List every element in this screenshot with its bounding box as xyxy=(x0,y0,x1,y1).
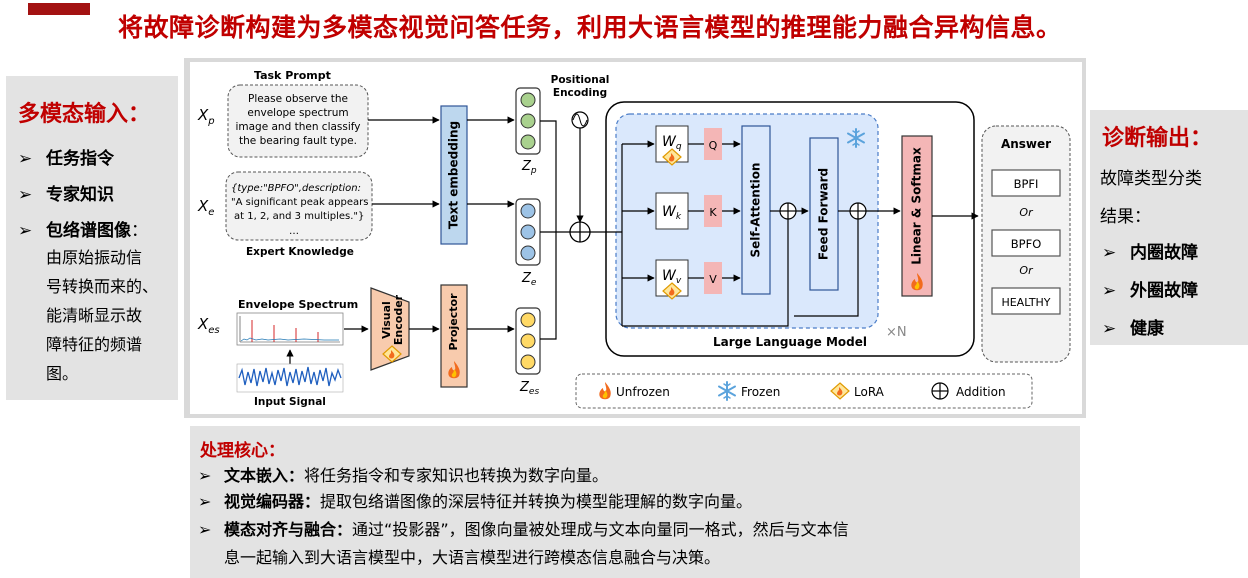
q-block xyxy=(704,128,722,160)
expert-knowledge-box xyxy=(225,171,373,241)
arrow-right-icon: ➢ xyxy=(1102,319,1117,339)
answer-option xyxy=(991,287,1061,315)
spectrum-description: 由原始振动信 号转换而来的、 能清晰显示故 障特征的频谱 图。 xyxy=(46,248,159,383)
self-attention-label: Self-Attention xyxy=(749,163,763,258)
envelope-spectrum-title: Envelope Spectrum xyxy=(238,298,358,311)
arrow-right-icon: ➢ xyxy=(18,185,33,205)
output-item-healthy: ➢健康 xyxy=(1102,319,1164,339)
times-n-label: ×N xyxy=(886,325,907,340)
output-item-outer: ➢外圈故障 xyxy=(1102,281,1198,301)
visual-encoder-block xyxy=(370,287,410,371)
architecture-svg: Task Prompt Please observe the envelope … xyxy=(190,62,1082,414)
zes-label: Zes xyxy=(519,380,539,397)
text-embedding-block xyxy=(440,105,468,245)
answer-option-label: BPFO xyxy=(1011,237,1042,251)
architecture-diagram: Task Prompt Please observe the envelope … xyxy=(184,58,1086,418)
wv-label: Wv xyxy=(662,268,682,286)
processing-core-heading: 处理核心： xyxy=(200,441,285,461)
k-block xyxy=(704,195,722,227)
or-label: Or xyxy=(1019,206,1034,219)
core-item-visual-encoder: ➢视觉编码器：提取包络谱图像的深层特征并转换为模型能理解的数字向量。 xyxy=(198,492,753,511)
ze-label: Ze xyxy=(521,271,537,288)
arrow-right-icon: ➢ xyxy=(18,149,33,169)
processing-core-panel: 处理核心： ➢文本嵌入：将任务指令和专家知识也转换为数字向量。 ➢视觉编码器：提… xyxy=(190,426,1080,578)
input-signal-title: Input Signal xyxy=(254,396,326,408)
answer-option xyxy=(991,169,1061,197)
input-item-expert: ➢专家知识 xyxy=(18,185,114,205)
arrow-right-icon: ➢ xyxy=(198,492,212,511)
input-item-spectrum: ➢包络谱图像： xyxy=(18,221,148,241)
multimodal-input-heading: 多模态输入： xyxy=(18,102,151,127)
multimodal-input-panel: 多模态输入： ➢任务指令 ➢专家知识 ➢包络谱图像： 由原始振动信 号转换而来的… xyxy=(6,76,178,400)
v-block xyxy=(704,262,722,294)
feed-forward-block xyxy=(809,137,839,291)
linear-softmax-label: Linear & Softmax xyxy=(910,147,924,265)
projector-label: Projector xyxy=(447,293,460,351)
task-prompt-line: Please observe the xyxy=(248,93,348,105)
output-item-inner: ➢内圈故障 xyxy=(1102,243,1198,263)
self-attention-block xyxy=(741,125,771,295)
legend-frozen: Frozen xyxy=(741,385,780,399)
page-title: 将故障诊断构建为多模态视觉问答任务，利用大语言模型的推理能力融合异构信息。 xyxy=(118,13,1062,42)
llm-label: Large Language Model xyxy=(713,335,867,349)
wq-label: Wq xyxy=(662,134,682,152)
arrow-right-icon: ➢ xyxy=(198,520,212,539)
positional-encoding-label: Encoding xyxy=(553,87,607,99)
answer-title: Answer xyxy=(1001,137,1051,151)
legend-unfrozen: Unfrozen xyxy=(616,385,670,399)
feed-forward-label: Feed Forward xyxy=(817,168,831,260)
input-item-task: ➢任务指令 xyxy=(18,149,114,169)
visual-encoder-label: Encoder xyxy=(392,294,405,345)
output-line2: 结果： xyxy=(1100,207,1151,227)
expert-line: {type:"BPFO",description: xyxy=(231,183,361,194)
answer-option-label: HEALTHY xyxy=(1001,296,1050,309)
task-prompt-line: the bearing fault type. xyxy=(239,135,357,147)
xe-label: Xe xyxy=(197,197,214,218)
output-line1: 故障类型分类 xyxy=(1100,169,1202,189)
legend-addition: Addition xyxy=(956,385,1006,399)
q-label: Q xyxy=(709,139,718,152)
zp-label: Zp xyxy=(521,159,537,176)
visual-encoder-label: Visual xyxy=(380,301,393,339)
task-prompt-title: Task Prompt xyxy=(254,69,331,82)
answer-option-label: BPFI xyxy=(1014,177,1039,191)
v-label: V xyxy=(709,273,717,286)
task-prompt-line: envelope spectrum xyxy=(247,107,348,119)
core-item-fusion-continuation: 息一起输入到大语言模型中，大语言模型进行跨模态信息融合与决策。 xyxy=(224,548,721,567)
text-embedding-label: Text embedding xyxy=(447,121,461,229)
xp-label: Xp xyxy=(197,106,215,127)
k-label: K xyxy=(709,206,717,219)
expert-knowledge-title: Expert Knowledge xyxy=(246,246,354,258)
expert-ellipsis: … xyxy=(289,226,299,237)
wk-label: Wk xyxy=(662,204,682,222)
linear-softmax-block xyxy=(901,135,933,297)
task-prompt-line: image and then classify xyxy=(235,121,360,133)
answer-option xyxy=(991,229,1061,257)
arrow-right-icon: ➢ xyxy=(18,221,33,241)
arrow-right-icon: ➢ xyxy=(1102,281,1117,301)
or-label: Or xyxy=(1019,264,1034,277)
accent-bar xyxy=(28,3,90,15)
expert-line: "A significant peak appears xyxy=(231,197,368,208)
diagnosis-output-heading: 诊断输出： xyxy=(1102,126,1213,151)
arrow-right-icon: ➢ xyxy=(198,466,212,485)
arrow-right-icon: ➢ xyxy=(1102,243,1117,263)
legend-lora: LoRA xyxy=(854,385,885,399)
legend-box xyxy=(575,373,1033,409)
core-item-text-embed: ➢文本嵌入：将任务指令和专家知识也转换为数字向量。 xyxy=(198,466,609,485)
xes-label: Xes xyxy=(197,315,220,336)
task-prompt-box xyxy=(227,84,369,158)
positional-encoding-label: Positional xyxy=(551,74,610,86)
diagnosis-output-panel: 诊断输出： 故障类型分类 结果： ➢内圈故障 ➢外圈故障 ➢健康 xyxy=(1090,110,1248,345)
expert-line: at 1, 2, and 3 multiples."} xyxy=(234,211,364,222)
core-item-fusion: ➢模态对齐与融合：通过“投影器”，图像向量被处理成与文本向量同一格式，然后与文本… xyxy=(198,520,849,539)
